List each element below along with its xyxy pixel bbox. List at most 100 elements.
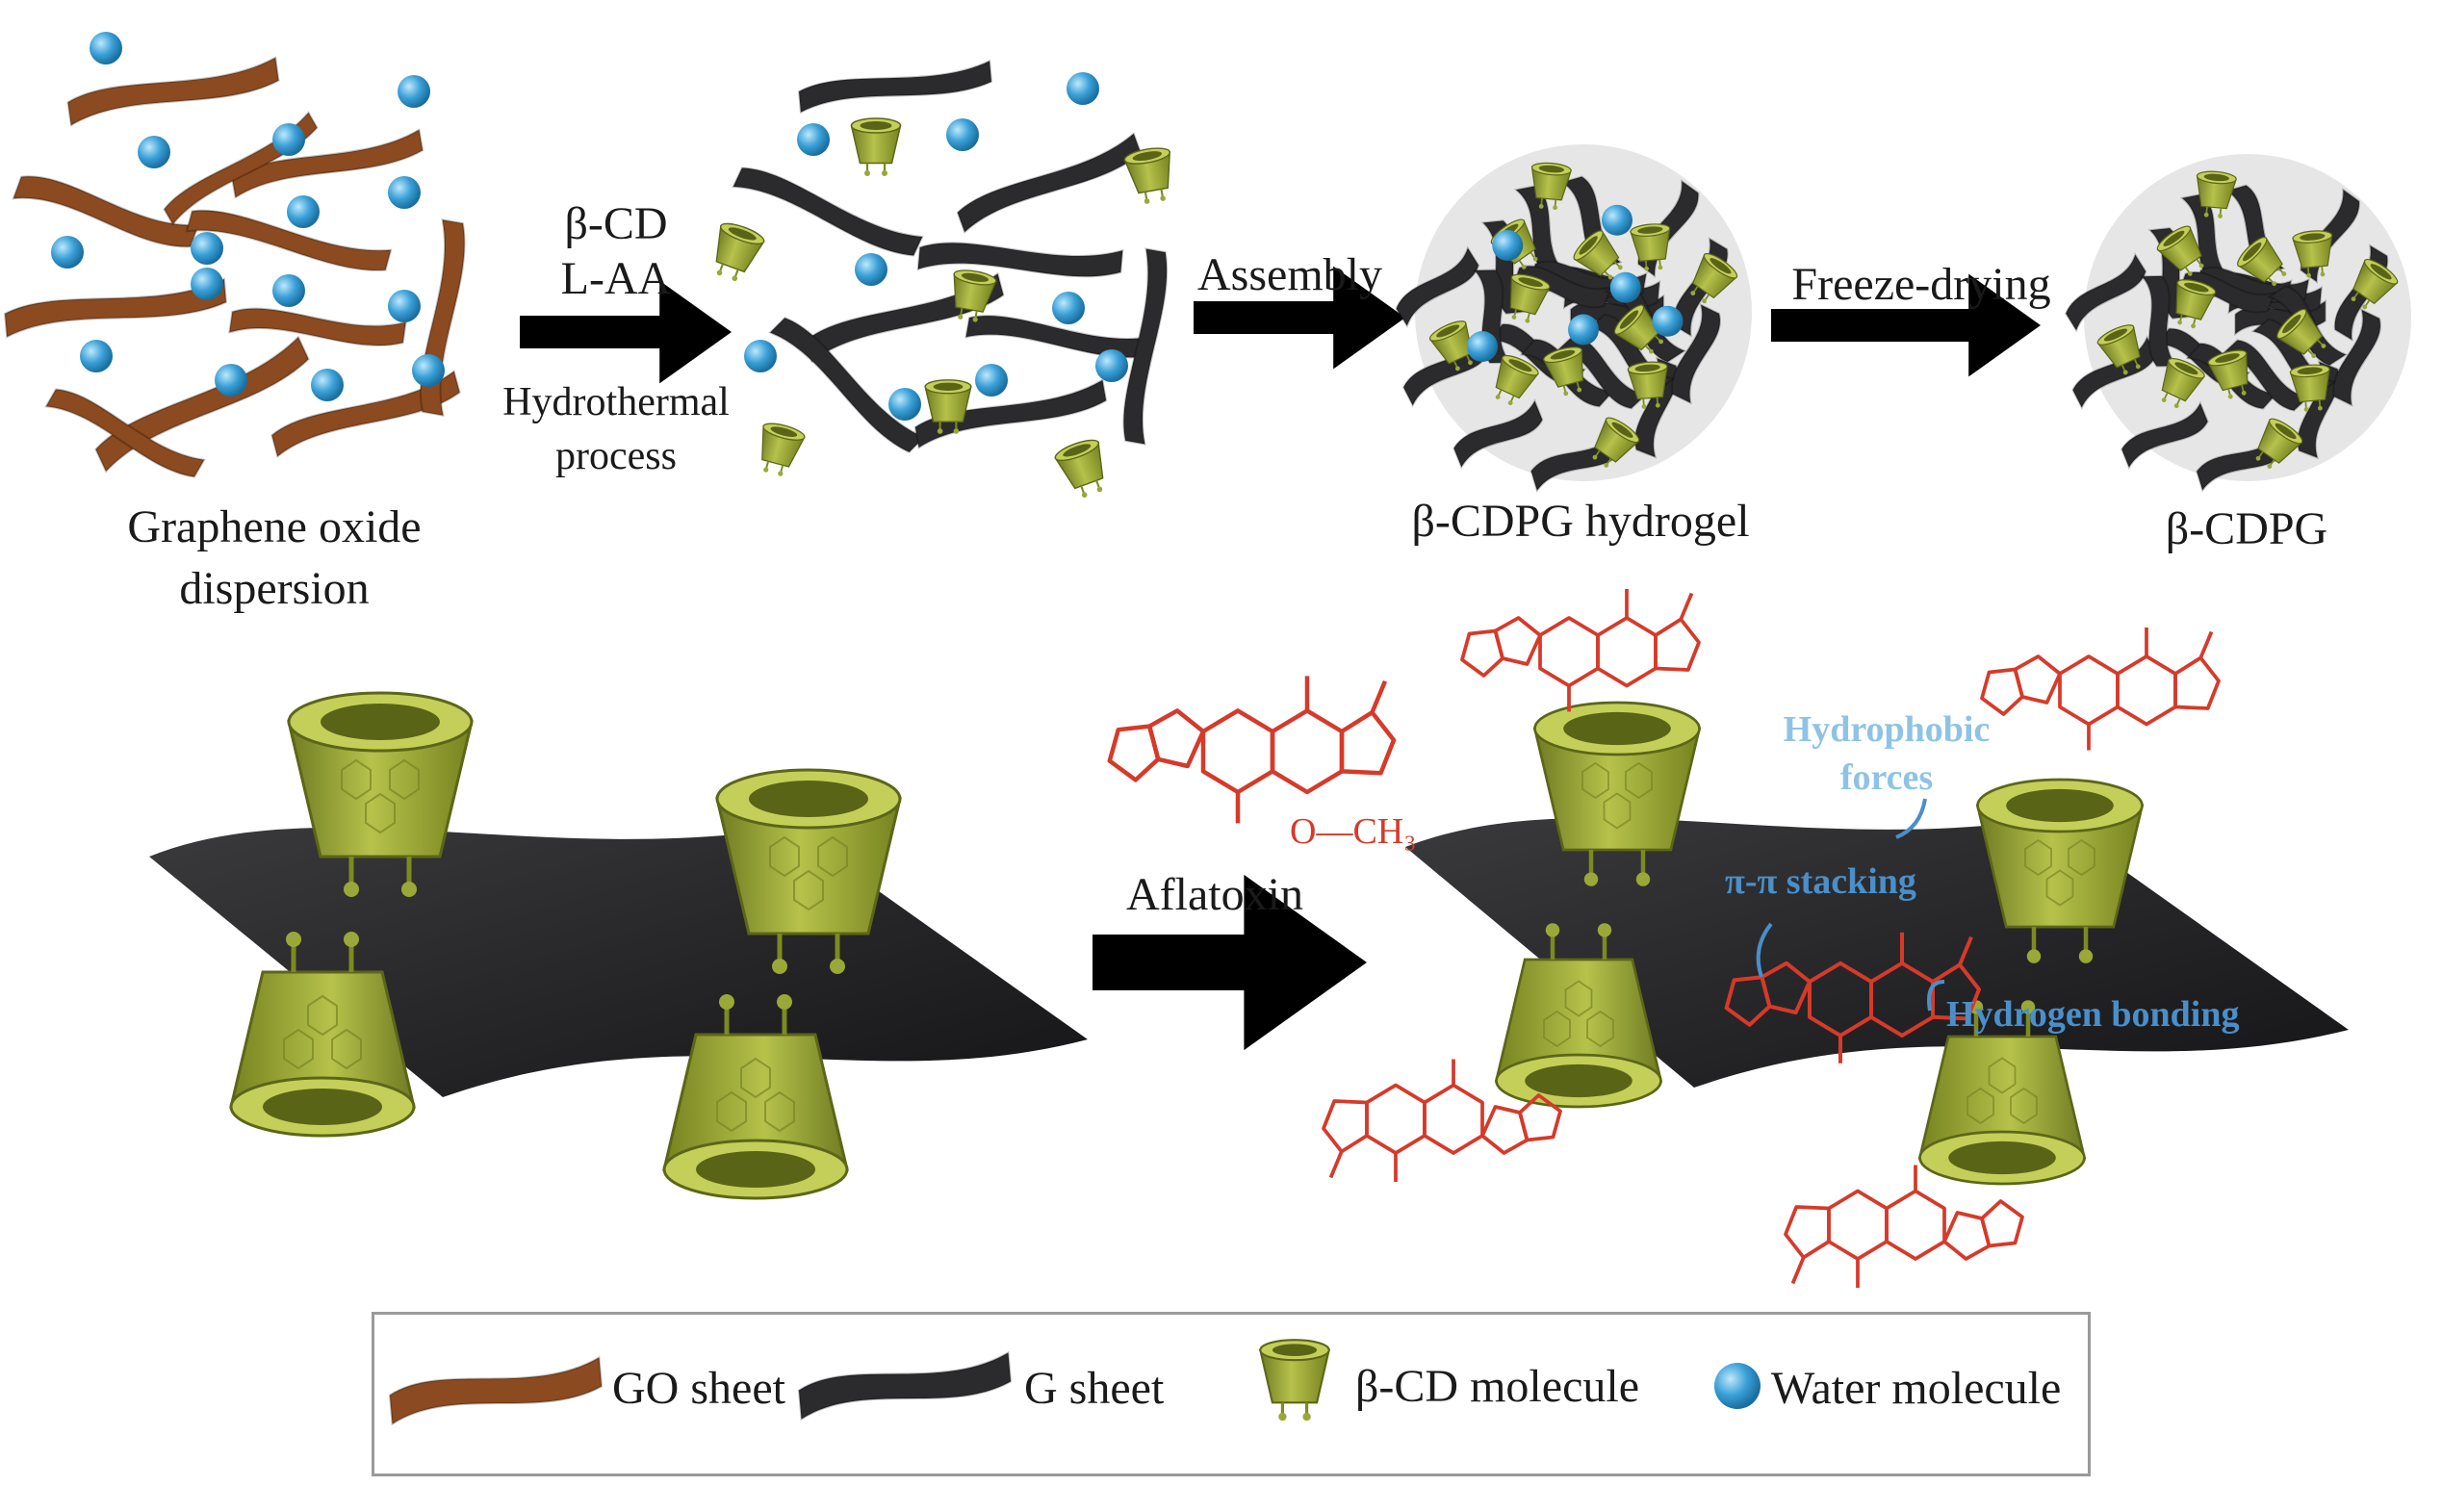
legend-go-sheet-icon (388, 1355, 604, 1426)
water-molecule (388, 290, 421, 322)
water-molecule (1652, 305, 1684, 337)
cd-molecule (850, 116, 902, 178)
go-sheet (12, 175, 200, 248)
water-molecule (272, 274, 305, 307)
water-molecule (1095, 349, 1128, 382)
methoxy-label: O—CH₃ (1290, 811, 1417, 852)
arrow-aflatoxin (1092, 874, 1367, 1051)
aflatoxin-structure (1110, 676, 1394, 823)
g-sheet (2065, 252, 2147, 333)
cd-molecule (1051, 435, 1116, 504)
water-molecule (412, 354, 445, 387)
g-sheet (798, 59, 992, 115)
go-sheet (228, 307, 407, 346)
cdpg-label: β-CDPG (2165, 503, 2328, 554)
hydrogel-label: β-CDPG hydrogel (1411, 496, 1750, 547)
water-molecule (191, 268, 223, 300)
assembly-label: Assembly (1197, 249, 1382, 300)
aflatoxin-structure (1460, 587, 1701, 714)
water-molecule (1602, 204, 1632, 236)
graphene-oxide-label-2: dispersion (179, 563, 370, 614)
hydrogel-sphere (1395, 144, 1752, 493)
aflatoxin-label: Aflatoxin (1126, 869, 1303, 920)
freeze-drying-label: Freeze-drying (1791, 259, 2051, 310)
go-dispersion-group (4, 32, 466, 478)
arrow-freeze-drying (1771, 273, 2041, 377)
aflatoxin-structure (1980, 626, 2221, 753)
water-molecule (946, 118, 979, 151)
beta-cd-reagent-label: β-CD (564, 198, 668, 249)
water-molecule (1568, 314, 1599, 346)
legend-cd-molecule-label: β-CD molecule (1355, 1361, 1640, 1412)
water-molecule (90, 32, 122, 64)
go-sheet (270, 370, 461, 458)
g-sheet (732, 167, 924, 257)
g-sheet (2332, 308, 2381, 407)
g-sheet (913, 378, 1108, 449)
water-molecule (855, 253, 887, 286)
g-sheet (916, 242, 1124, 278)
pi-stacking-arrow (1756, 922, 1773, 978)
g-sheet (956, 132, 1143, 234)
water-molecule (888, 388, 921, 421)
aflatoxin-complex (1322, 587, 2349, 1290)
go-sheet (66, 56, 280, 127)
water-molecule (80, 340, 113, 372)
cd-molecule (704, 218, 768, 288)
water-molecule (191, 232, 223, 265)
l-aa-reagent-label: L-AA (560, 253, 672, 304)
g-sheet (805, 271, 1005, 364)
water-molecule (1609, 271, 1641, 303)
hydrogen-bonding-label: Hydrogen bonding (1946, 994, 2240, 1035)
g-sheet (1452, 398, 1544, 470)
legend-go-sheet-label: GO sheet (612, 1363, 785, 1414)
g-sheet (1122, 247, 1168, 446)
water-molecule (138, 136, 170, 168)
go-sheet (44, 388, 206, 478)
go-sheet (185, 209, 393, 271)
legend (372, 1312, 2091, 1476)
water-molecule (51, 236, 84, 269)
hydrophobic-label-1: Hydrophobic (1783, 709, 1991, 750)
hydrothermal-label-1: Hydrothermal (502, 380, 730, 424)
hydrogen-bonding-arrow (1927, 980, 1945, 1012)
water-molecule (1467, 331, 1498, 362)
cd-molecule (751, 419, 808, 481)
legend-water-molecule-label: Water molecule (1771, 1363, 2062, 1414)
g-sheet (2121, 400, 2209, 470)
graphene-oxide-label-1: Graphene oxide (127, 501, 422, 552)
g-sheet (1395, 245, 1480, 328)
cd-molecule (1122, 144, 1179, 208)
arrow-assembly (1194, 266, 1405, 370)
water-molecule (1067, 72, 1099, 105)
water-molecule (975, 364, 1008, 397)
water-molecule (215, 364, 247, 397)
water-molecule (287, 195, 320, 228)
water-molecule (797, 123, 830, 156)
cdpg-sphere (2065, 154, 2411, 493)
water-molecule (311, 369, 344, 401)
g-sheet-group (704, 59, 1179, 504)
water-molecule (744, 340, 777, 372)
g-sheet (768, 317, 926, 453)
go-sheet (230, 128, 424, 199)
water-molecule (1052, 292, 1085, 324)
pi-stacking-label: π-π stacking (1725, 861, 1916, 902)
water-molecule (1492, 230, 1524, 261)
go-sheet (94, 335, 310, 474)
go-sheet (4, 277, 227, 339)
water-molecule (398, 75, 430, 108)
legend-g-sheet-icon (797, 1350, 1013, 1422)
g-sheet (2140, 274, 2179, 368)
cd-graphene-sheet (149, 693, 1088, 1198)
hydrophobic-label-2: forces (1839, 757, 1934, 798)
hydrophobic-arrow (1895, 798, 1927, 839)
legend-g-sheet-label: G sheet (1024, 1363, 1165, 1414)
water-molecule (272, 123, 305, 156)
legend-water-icon (1714, 1363, 1761, 1409)
water-molecule (388, 176, 421, 209)
arrow-hydrothermal (520, 280, 732, 384)
legend-icons (388, 1338, 1761, 1426)
g-sheet (1670, 302, 1721, 405)
